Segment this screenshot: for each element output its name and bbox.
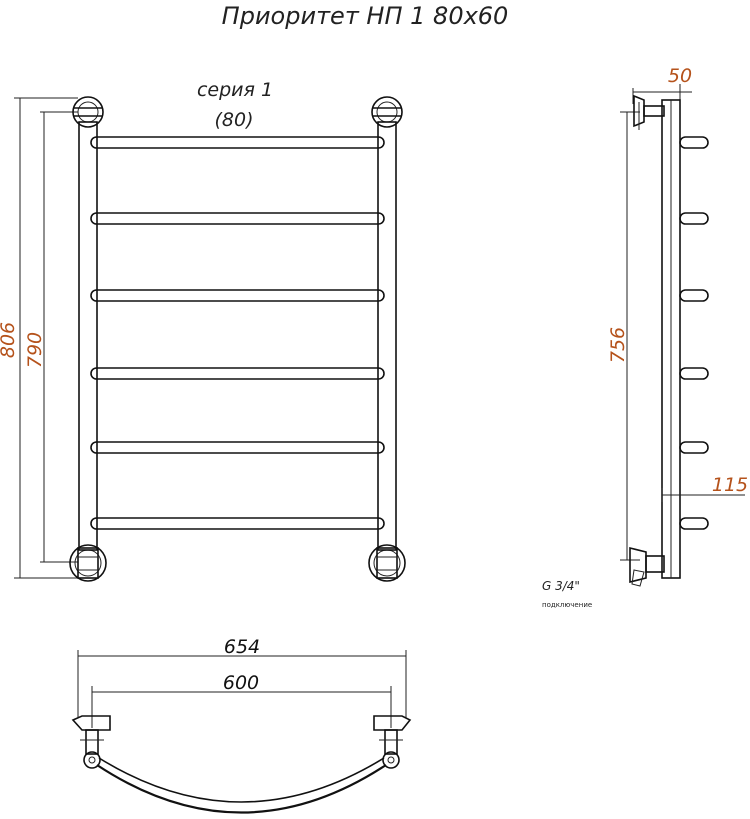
drawing-title: Приоритет НП 1 80х60 (222, 2, 509, 30)
dim-756-label: 756 (607, 327, 629, 363)
right-side-tube (377, 121, 397, 551)
front-view: 806 790 (0, 96, 406, 582)
rung-6 (90, 517, 385, 530)
outer-arc (96, 764, 387, 814)
rung-1 (90, 136, 385, 149)
bottom-right-fitting (368, 544, 406, 582)
dim-50-label: 50 (668, 65, 692, 87)
dim-600-label: 600 (223, 672, 259, 694)
top-view: 654 600 (71, 636, 412, 814)
thread-label: G 3/4" (542, 579, 580, 593)
connection-note: подключение (542, 601, 592, 609)
rung-3 (90, 289, 385, 302)
dim-654-label: 654 (224, 636, 260, 658)
rung-5 (90, 441, 385, 454)
inner-arc (98, 757, 385, 803)
rung-2 (90, 212, 385, 225)
series-code: (80) (214, 109, 253, 131)
dim-806-label: 806 (0, 322, 19, 358)
series-label: серия 1 (197, 79, 273, 101)
side-view: 50 756 115 G 3/4" подключение (542, 65, 748, 609)
side-rung-stubs (679, 136, 709, 530)
dim-790-label: 790 (24, 332, 46, 368)
rung-4 (90, 367, 385, 380)
rungs (90, 136, 385, 530)
dim-115-label: 115 (712, 474, 748, 496)
left-side-tube (78, 121, 98, 551)
